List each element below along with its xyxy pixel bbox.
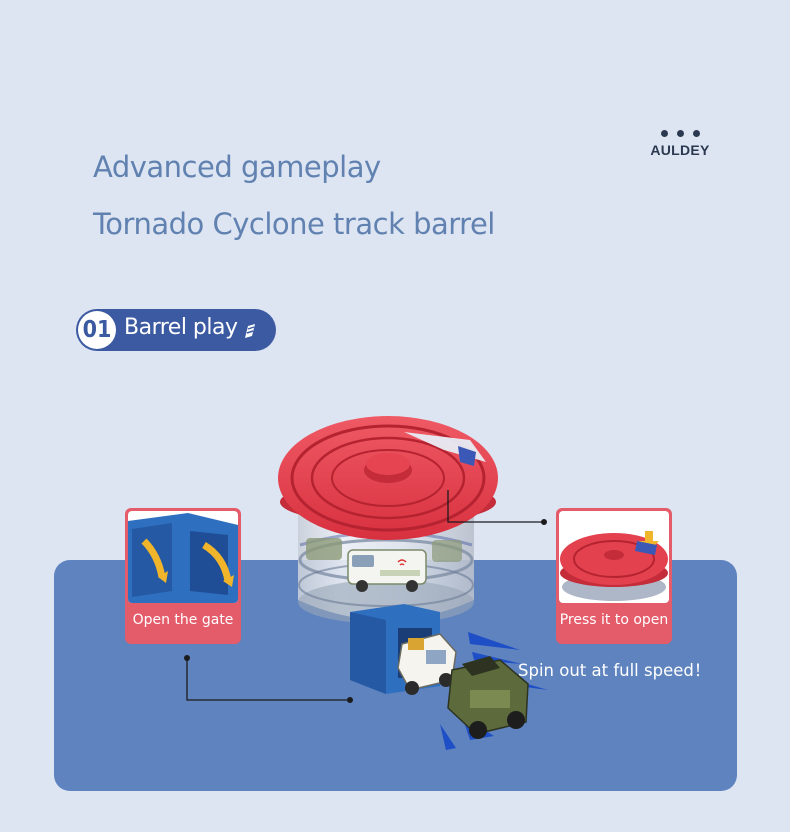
section-label: Barrel play [124, 315, 238, 340]
green-car-inside [306, 538, 342, 560]
press-open-card: Press it to open [556, 508, 672, 644]
connector-dot [184, 655, 190, 661]
car-spin-icon [245, 324, 255, 338]
connector-dot [541, 519, 547, 525]
press-open-label: Press it to open [559, 612, 669, 628]
spin-out-caption: Spin out at full speed！ [518, 661, 711, 680]
lid-closeup [560, 531, 668, 601]
press-open-image [559, 511, 669, 603]
brand-name: AULDEY [650, 142, 710, 158]
brand-logo: AULDEY [640, 130, 720, 158]
open-gate-label: Open the gate [132, 612, 234, 628]
heading-line-2: Tornado Cyclone track barrel [93, 207, 495, 241]
brand-dots [640, 130, 720, 142]
green-car-inside-2 [432, 540, 462, 562]
open-gate-image [128, 511, 238, 603]
heading-line-1: Advanced gameplay [93, 150, 381, 184]
white-truck [397, 633, 457, 695]
open-gate-card: Open the gate [125, 508, 241, 644]
connector-dot [347, 697, 353, 703]
section-number: 01 [78, 311, 116, 349]
gate-closeup [128, 513, 238, 603]
connector-lines [186, 490, 544, 701]
white-truck-inside [347, 549, 427, 592]
green-military-truck [447, 656, 529, 739]
barrel-lid [278, 416, 498, 540]
section-pill: 01 Barrel play [76, 309, 276, 351]
